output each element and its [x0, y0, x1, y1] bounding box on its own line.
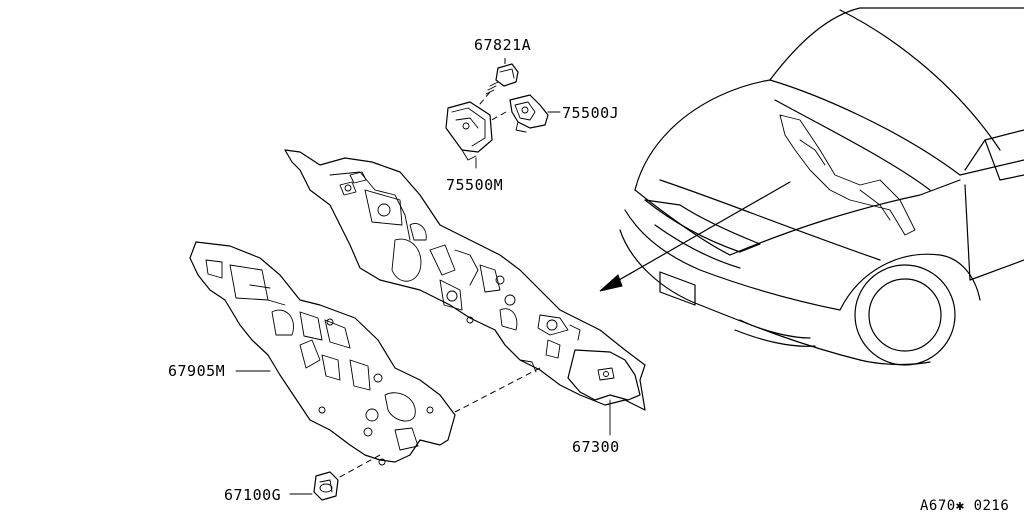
insulator-67905M [189, 241, 456, 466]
leader-lines [235, 111, 561, 495]
reference-code: A670✱ 0216 [920, 498, 1009, 512]
part-label-75500J: 75500J [562, 104, 619, 122]
bracket-75500M [445, 101, 493, 169]
part-label-67100G: 67100G [224, 486, 281, 504]
car-illustration [619, 7, 1024, 366]
part-label-67821A: 67821A [474, 36, 531, 54]
direction-arrow [599, 181, 791, 292]
clip-67100G [313, 471, 339, 501]
part-label-67300: 67300 [572, 438, 620, 456]
connection-lines [337, 367, 541, 479]
part-label-67905M: 67905M [168, 362, 225, 380]
dash-panel-67300 [284, 149, 646, 436]
bolt-67821A [474, 58, 519, 111]
part-label-75500M: 75500M [446, 176, 503, 194]
bracket-75500J [487, 94, 549, 133]
